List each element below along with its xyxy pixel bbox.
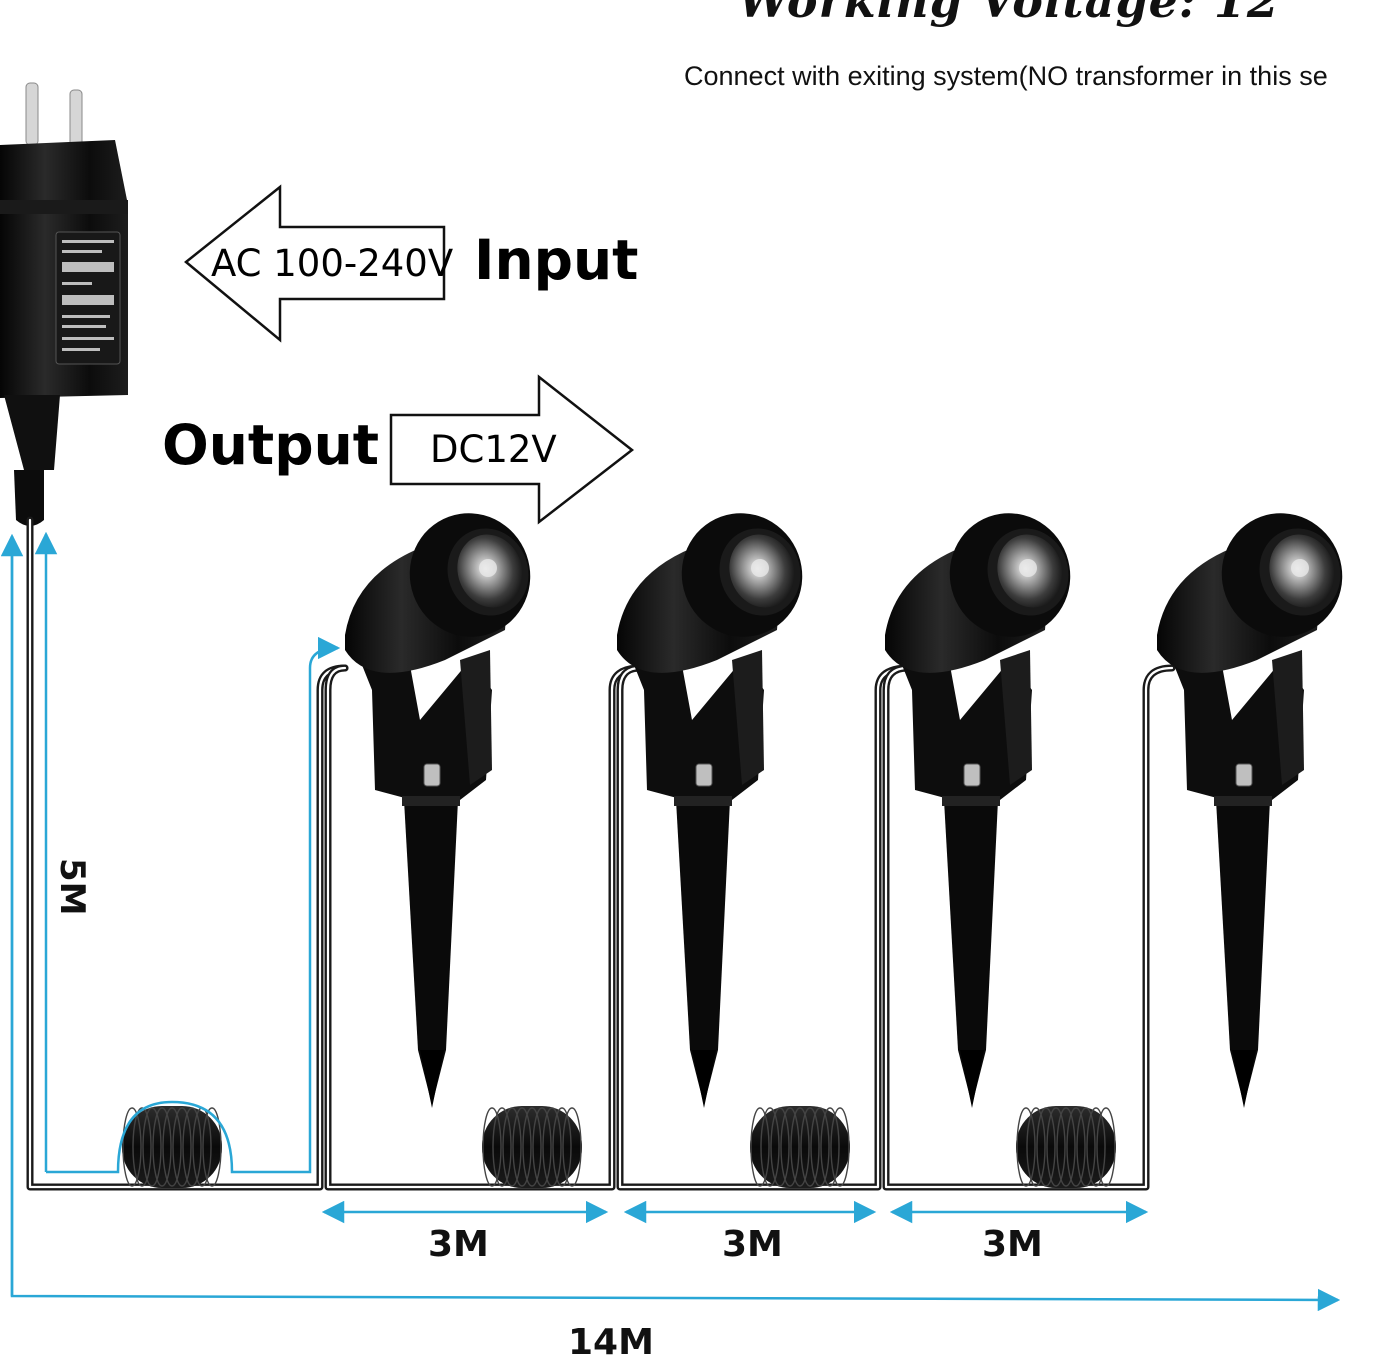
output-arrow <box>389 374 635 525</box>
spot-light-icon <box>885 513 1071 1108</box>
cable-coil-1 <box>122 1106 222 1188</box>
segment-length-label-3: 3M <box>982 1224 1043 1265</box>
dimension-lines <box>0 531 1341 1312</box>
working-voltage-headline: Working Voltage: 12 <box>738 0 1280 28</box>
cable-coil-4 <box>1016 1106 1116 1188</box>
spot-light-icon <box>345 513 531 1108</box>
total-length-label: 14M <box>568 1322 654 1363</box>
spot-lights <box>345 513 1343 1108</box>
cable-route <box>26 516 1176 1191</box>
cable-coil-icon <box>122 1106 1116 1188</box>
output-label: Output <box>162 413 380 477</box>
input-label: Input <box>474 228 639 292</box>
first-run-dimension-line <box>46 636 341 1174</box>
segment-length-label-2: 3M <box>722 1224 783 1265</box>
cable-coil-2 <box>482 1106 582 1188</box>
cable-coil-3 <box>750 1106 850 1188</box>
connection-note: Connect with exiting system(NO transform… <box>684 61 1328 91</box>
input-arrow <box>184 184 446 343</box>
segment-length-label-1: 3M <box>428 1224 489 1265</box>
spot-light-icon <box>1157 513 1343 1108</box>
spot-light-icon <box>617 513 803 1108</box>
output-voltage-text: DC12V <box>430 428 557 471</box>
power-adapter-icon <box>0 82 128 526</box>
input-voltage-text: AC 100-240V <box>211 242 454 285</box>
lead-length-label: 5M <box>52 858 92 916</box>
